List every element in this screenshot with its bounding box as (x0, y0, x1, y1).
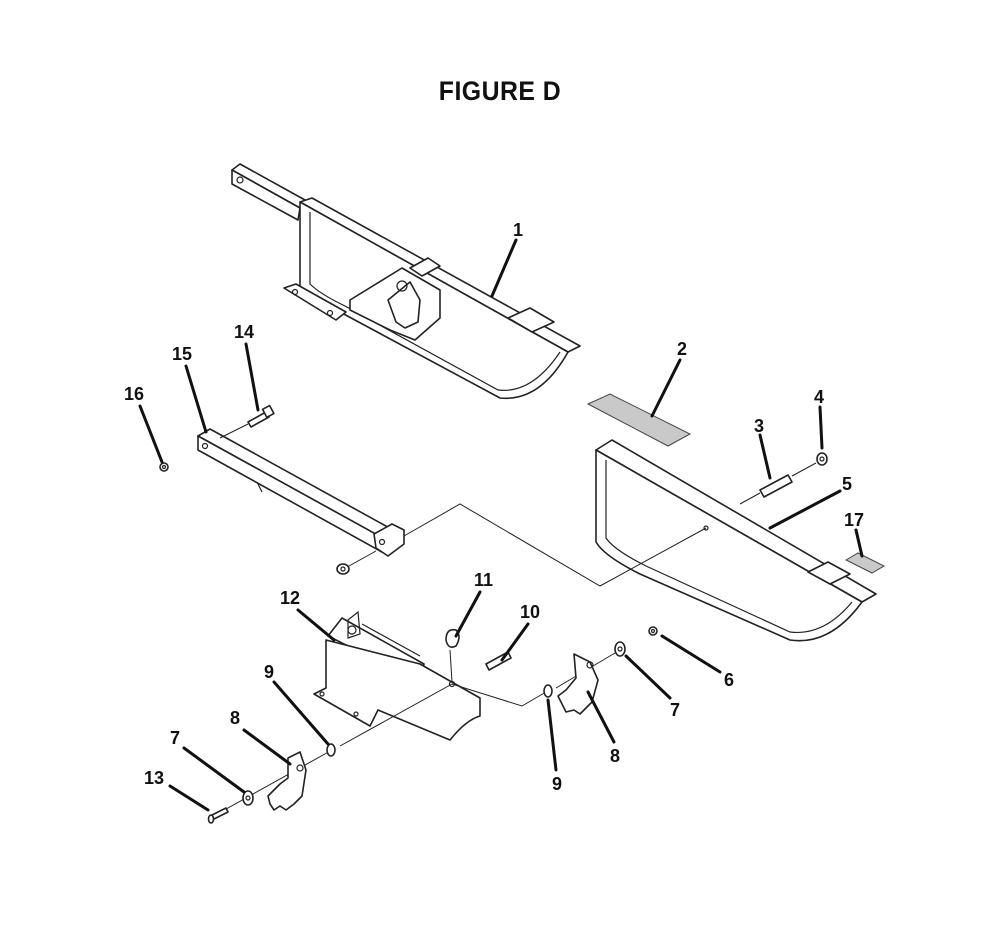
leader-7-left (182, 746, 246, 794)
nut-16 (159, 462, 169, 472)
callout-12: 12 (280, 588, 300, 608)
assembly-center-line (403, 503, 707, 587)
washer-7-left (242, 790, 254, 806)
leader-7-right (624, 654, 672, 700)
callout-14: 14 (234, 322, 254, 342)
clip-11 (445, 628, 460, 683)
leader-14 (244, 342, 260, 412)
spreader-arm-15 (197, 428, 405, 557)
label-17 (844, 552, 886, 574)
leader-2 (650, 358, 682, 418)
leader-10 (500, 622, 530, 662)
callout-numbers: 1 2 3 4 5 6 7 8 9 10 11 12 9 8 7 13 14 1… (124, 220, 864, 794)
figure-title: FIGURE D (438, 76, 562, 106)
leader-8-right (586, 690, 616, 744)
callout-7-right: 7 (670, 700, 680, 720)
washer-7-right (614, 641, 626, 657)
blade-guard-assembly-upper (231, 163, 581, 400)
callout-8-right: 8 (610, 746, 620, 766)
leader-15 (184, 364, 208, 434)
leader-8-left (242, 728, 292, 766)
pin-3 (739, 474, 793, 505)
callout-6: 6 (724, 670, 734, 690)
bolt-13 (207, 807, 229, 824)
leader-6 (660, 634, 722, 674)
leader-1 (490, 238, 518, 298)
anti-kickback-pawl-8-left (267, 751, 307, 811)
callout-8-left: 8 (230, 708, 240, 728)
callout-5: 5 (842, 474, 852, 494)
leader-lines (138, 238, 864, 812)
leader-9-right (546, 698, 558, 772)
callout-11: 11 (474, 570, 493, 590)
washer-spreader (336, 550, 377, 575)
leader-11 (454, 590, 482, 638)
bushing-9-right (543, 684, 553, 698)
callout-7-left: 7 (170, 728, 180, 748)
guard-shield-5 (595, 439, 877, 642)
leader-16 (138, 404, 164, 464)
warning-label-2 (586, 393, 692, 447)
anti-kickback-pawl-8-right (557, 653, 599, 715)
callout-2: 2 (677, 339, 687, 359)
riving-knife-bracket-12 (313, 610, 481, 741)
callout-3: 3 (754, 416, 764, 436)
leader-4 (818, 405, 824, 450)
callout-1: 1 (513, 220, 523, 240)
leader-12 (296, 608, 336, 642)
leader-9-left (272, 680, 330, 746)
nut-6 (648, 626, 658, 636)
callout-9-right: 9 (552, 774, 562, 794)
leader-5 (768, 489, 842, 530)
leader-3 (758, 433, 772, 480)
leader-17 (854, 528, 864, 558)
callout-4: 4 (814, 387, 824, 407)
callout-9-left: 9 (264, 662, 274, 682)
callout-17: 17 (844, 510, 864, 530)
callout-16: 16 (124, 384, 144, 404)
callout-13: 13 (144, 768, 164, 788)
bushing-9-left (326, 743, 336, 757)
callout-10: 10 (520, 602, 540, 622)
leader-13 (168, 784, 210, 812)
e-ring-4 (791, 452, 828, 477)
screw-14 (219, 404, 275, 439)
callout-15: 15 (172, 344, 192, 364)
